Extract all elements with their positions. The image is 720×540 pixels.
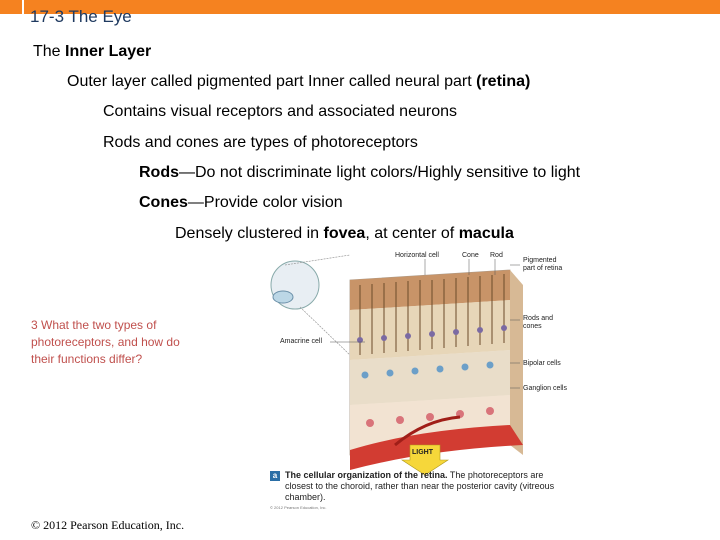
label-pigmented-1: Pigmented	[523, 257, 557, 264]
bullet-fovea: Densely clustered in fovea, at center of…	[175, 224, 514, 244]
label-bipolar-cells: Bipolar cells	[523, 360, 561, 367]
caption-text: The photoreceptors are closest to the ch…	[285, 470, 555, 502]
text: Outer layer called pigmented part Inner …	[67, 73, 477, 90]
bold-text: Inner Layer	[65, 43, 152, 60]
bullet-photoreceptors: Rods and cones are types of photorecepto…	[103, 134, 418, 151]
label-cone: Cone	[462, 252, 479, 259]
bold-text: (retina)	[476, 73, 531, 90]
label-amacrine-cell: Amacrine cell	[280, 338, 323, 345]
bullet-cones: Cones—Provide color vision	[139, 193, 343, 213]
label-rod: Rod	[490, 252, 503, 259]
text: —Provide color vision	[187, 194, 343, 211]
text: The	[33, 43, 66, 60]
bullet-rods: Rods—Do not discriminate light colors/Hi…	[139, 163, 580, 183]
label-ganglion-cells: Ganglion cells	[523, 385, 567, 392]
bold-text: macula	[458, 225, 514, 242]
label-horizontal-cell: Horizontal cell	[395, 252, 439, 259]
figure-copyright: © 2012 Pearson Education, Inc.	[270, 505, 327, 510]
retina-illustration	[270, 254, 523, 476]
label-rods-cones-2: cones	[523, 323, 542, 330]
bold-text: Rods	[139, 164, 179, 181]
copyright: © 2012 Pearson Education, Inc.	[31, 518, 185, 532]
eye-thumbnail-icon	[270, 254, 351, 356]
bold-text: Cones	[139, 194, 188, 211]
bullet-outer-layer: Outer layer called pigmented part Inner …	[67, 72, 530, 92]
review-question: 3 What the two types of photoreceptors, …	[31, 318, 180, 366]
bold-text: fovea	[323, 225, 366, 242]
top-accent-bar	[0, 0, 720, 14]
text: —Do not discriminate light colors/Highly…	[179, 164, 581, 181]
light-arrow-icon	[400, 444, 450, 476]
top-bar-divider	[22, 0, 24, 14]
text: , at center of	[365, 225, 459, 242]
label-rods-cones-1: Rods and	[523, 315, 553, 322]
text: Densely clustered in	[175, 225, 324, 242]
caption-badge: a	[270, 471, 280, 481]
retina-block	[349, 269, 523, 470]
figure-caption: The cellular organization of the retina.…	[285, 470, 555, 503]
label-light: LIGHT	[412, 449, 433, 456]
slide-title: 17-3 The Eye	[30, 7, 132, 26]
label-pigmented-2: part of retina	[523, 265, 563, 272]
bullet-inner-layer: The Inner Layer	[33, 42, 151, 62]
bullet-visual-receptors: Contains visual receptors and associated…	[103, 103, 457, 120]
caption-bold: The cellular organization of the retina.	[285, 470, 448, 480]
